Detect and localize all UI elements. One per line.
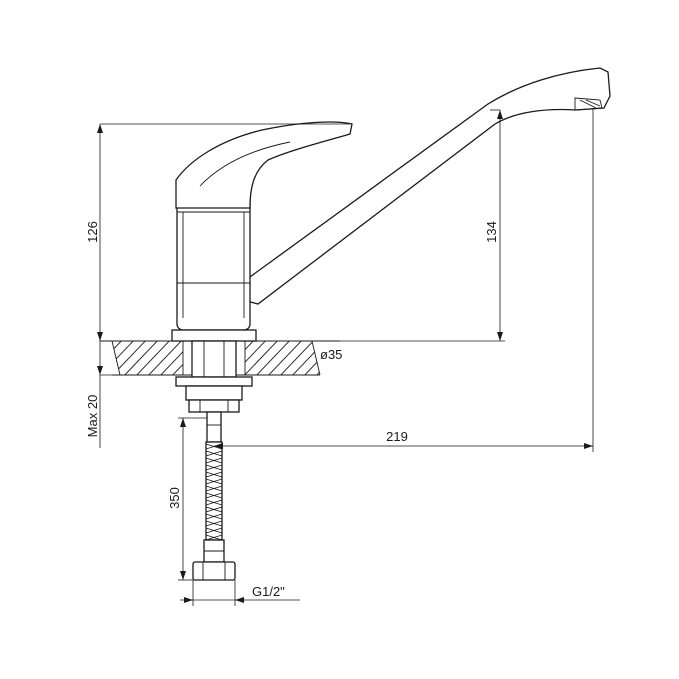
- hatch-line: [299, 341, 320, 375]
- hatch-line: [263, 341, 307, 375]
- faucet-spout: [242, 67, 611, 305]
- hatch-line: [60, 336, 102, 380]
- dim-label-diameter-35: ø35: [320, 347, 342, 362]
- flexible-hose: [192, 411, 236, 581]
- hose-braid-line: [205, 506, 223, 513]
- hatch-line: [131, 341, 175, 375]
- dim-label-max-20: Max 20: [85, 395, 100, 438]
- faucet-body: [176, 191, 251, 331]
- hose-braid-line: [205, 492, 223, 499]
- hose-braid-line: [205, 471, 223, 478]
- hose-braid-line: [205, 520, 223, 527]
- hose-braid-line: [205, 450, 223, 457]
- hatch-line: [239, 341, 283, 375]
- hose-braid-line: [205, 534, 223, 541]
- hatch-line: [112, 341, 115, 375]
- dim-label-350: 350: [167, 487, 182, 509]
- dim-label-134: 134: [484, 221, 499, 243]
- hatch-line: [112, 341, 139, 375]
- hose-braid-line: [205, 485, 223, 492]
- hose-braid-line: [205, 464, 223, 471]
- dim-label-thread: G1/2": [252, 584, 285, 599]
- hose-braid-line: [205, 499, 223, 506]
- hatch-line: [112, 341, 127, 375]
- hose-braid-line: [205, 457, 223, 464]
- mounting-hardware: [175, 340, 253, 413]
- hatch-line: [112, 341, 151, 375]
- hose-braid-line: [205, 478, 223, 485]
- base-plate: [171, 329, 257, 342]
- dim-label-126: 126: [85, 221, 100, 243]
- hose-braid-line: [205, 527, 223, 534]
- dimension-lines: [97, 108, 594, 606]
- hatch-line: [287, 341, 320, 375]
- hatch-line: [275, 341, 319, 375]
- hatch-line: [143, 341, 187, 375]
- hatch-line: [360, 336, 402, 380]
- dim-label-219: 219: [386, 429, 408, 444]
- hose-braid-line: [205, 513, 223, 520]
- lever-handle: [175, 121, 353, 209]
- hatch-line: [348, 336, 390, 380]
- hatch-line: [119, 341, 163, 375]
- hatch-line: [251, 341, 295, 375]
